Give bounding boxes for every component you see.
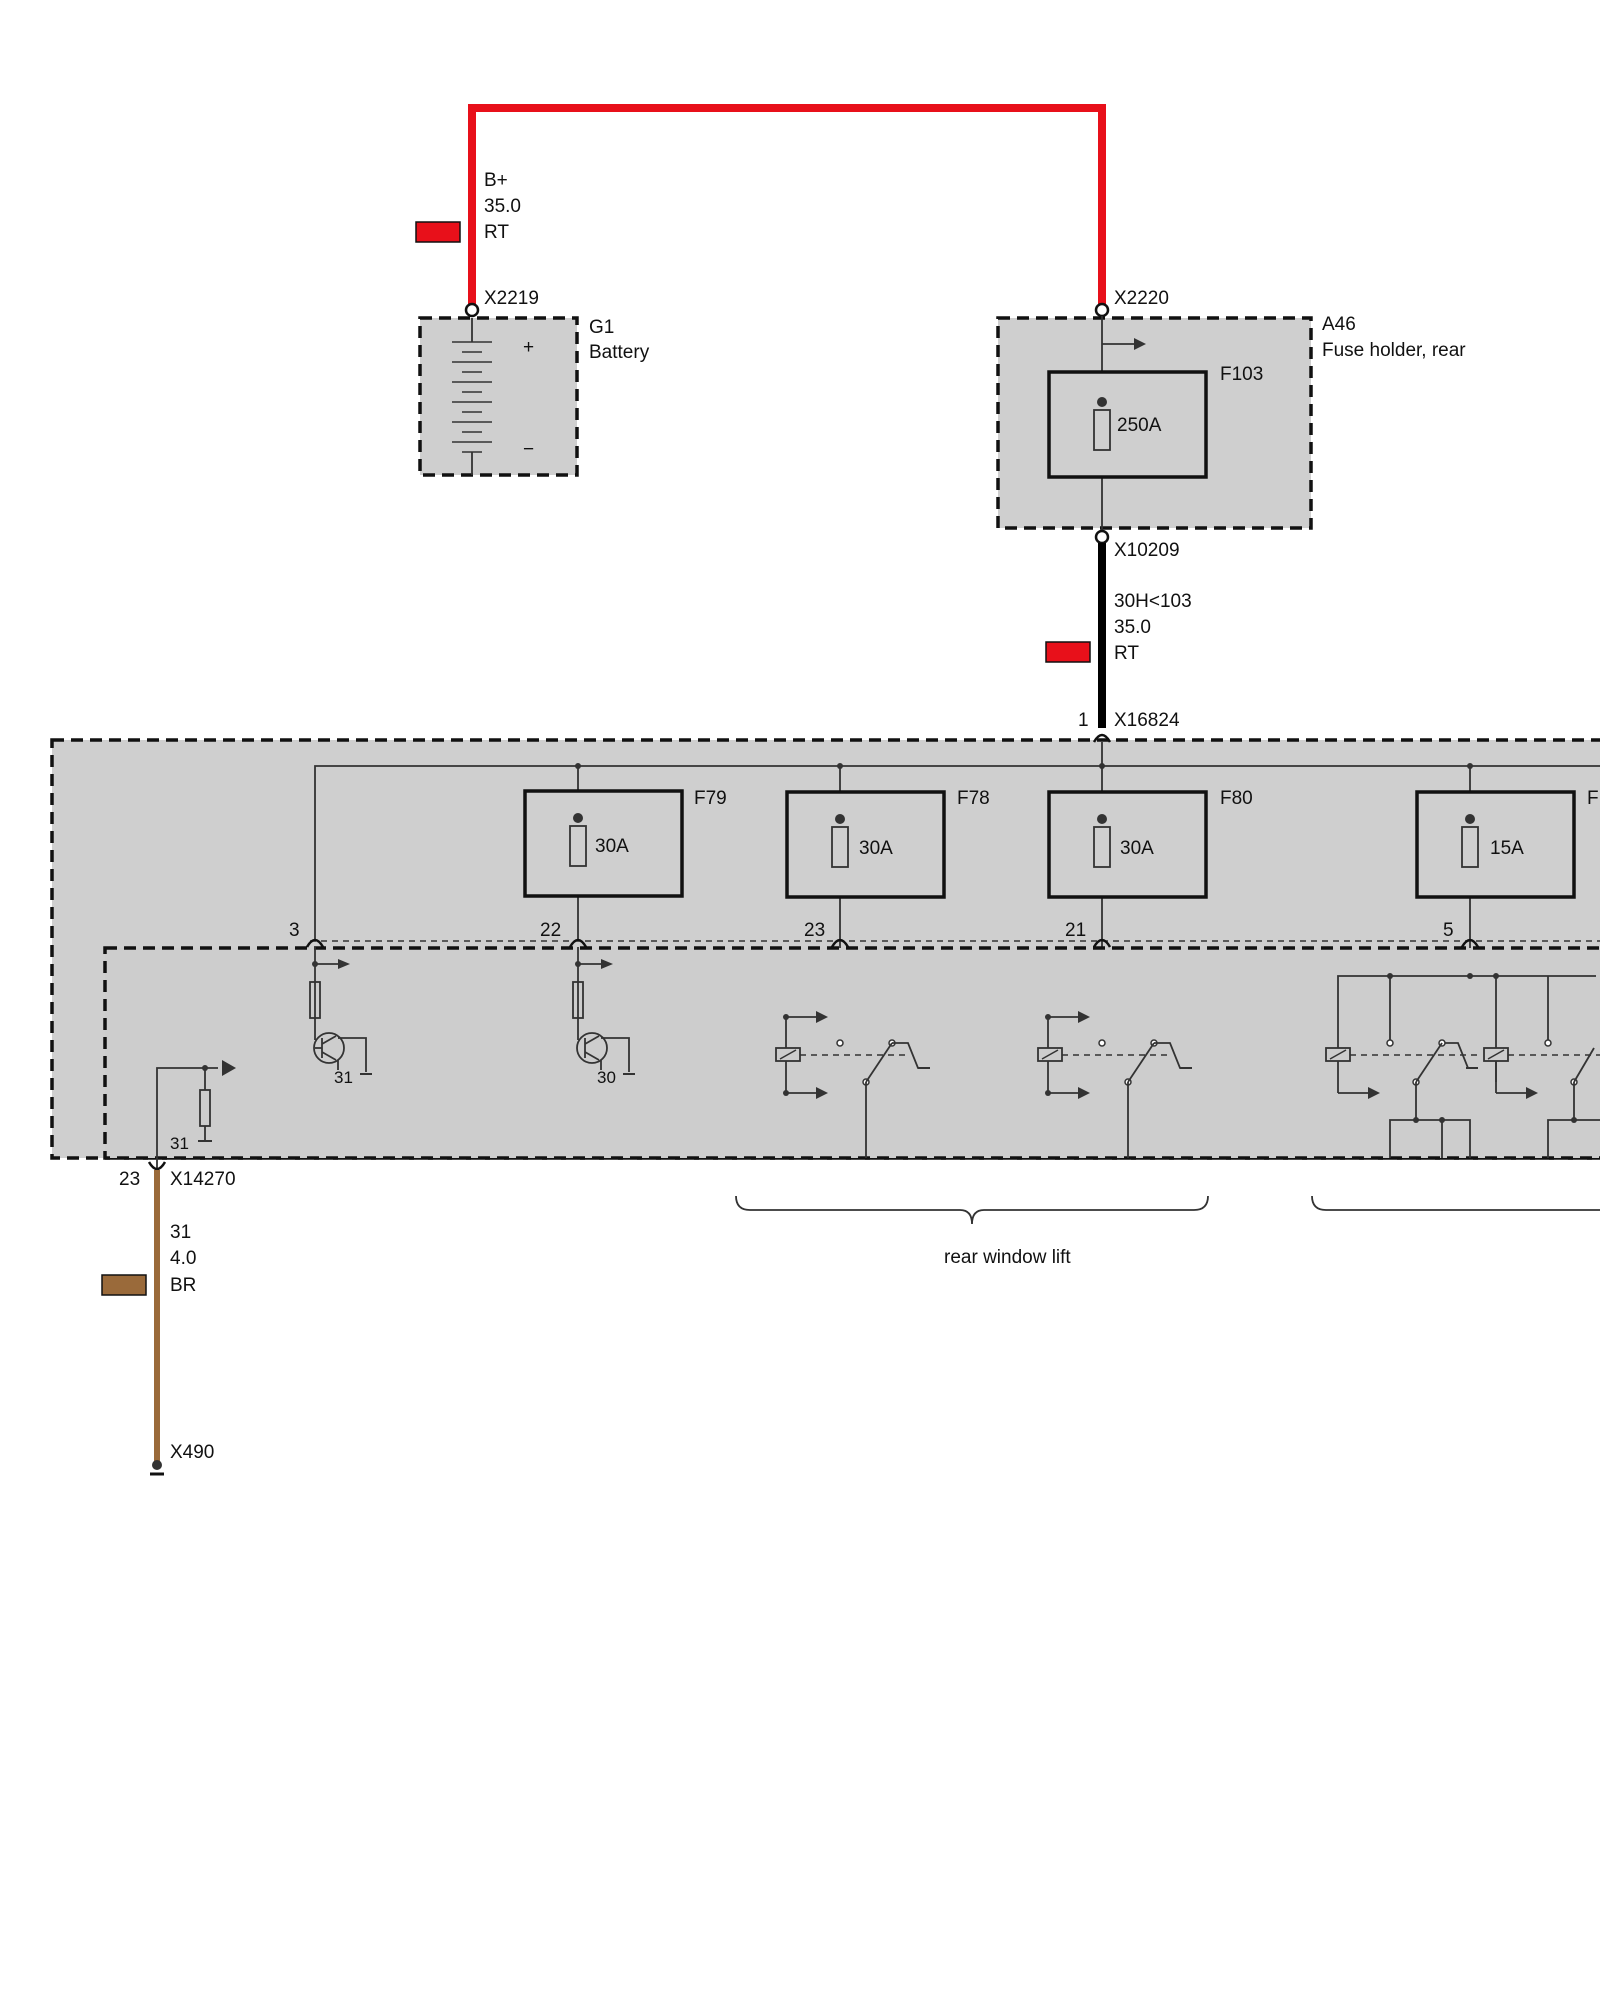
right-group-brace (1311, 1195, 1600, 1211)
fuse-f103-box (1047, 370, 1208, 479)
fuse-f103-node (1097, 397, 1107, 407)
fuse-f-15a-id: F (1587, 788, 1599, 809)
fuse-f103-rating: 250A (1117, 415, 1162, 436)
battery-box (418, 316, 579, 477)
connector-x14270-pin-symbol (147, 1161, 167, 1171)
battery-minus-sign: − (523, 439, 534, 460)
connector-x14270-pin: 23 (119, 1169, 140, 1190)
connector-pin-x2220 (1094, 302, 1110, 318)
fuse-f-15a (1415, 766, 1576, 976)
connector-pin-x10209 (1094, 529, 1110, 545)
pin-5: 5 (1443, 920, 1454, 941)
fuse-f78-id: F78 (957, 788, 990, 809)
fuse-f79-id: F79 (694, 788, 727, 809)
connector-x10209: X10209 (1114, 540, 1180, 561)
fuse-f103-element (1093, 409, 1111, 451)
fuse-f80 (1047, 766, 1208, 1045)
control-module-box (103, 946, 1600, 1160)
fuse-f79 (523, 766, 684, 940)
pin-23: 23 (804, 920, 825, 941)
wire-color-code: RT (484, 222, 509, 243)
wire-color-swatch-br (101, 1274, 147, 1296)
fuse-f78-rating: 30A (859, 838, 893, 859)
wire-size-3: 4.0 (170, 1248, 196, 1269)
connector-x490: X490 (170, 1442, 214, 1463)
connector-pin-x2219 (464, 302, 480, 318)
connector-x2220: X2220 (1114, 288, 1169, 309)
fuse-holder-name: Fuse holder, rear (1322, 340, 1466, 361)
arrow-right-icon (1102, 338, 1146, 350)
relay-rear-window-right (1037, 1011, 1192, 1158)
pin-3: 3 (289, 920, 300, 941)
relay-pair-right (1325, 973, 1600, 1158)
rear-window-lift-brace (735, 1195, 1209, 1225)
fuse-f103-id: F103 (1220, 364, 1263, 385)
main-bus (314, 765, 1600, 940)
wire-color-code-3: BR (170, 1275, 196, 1296)
battery-plus-sign: + (523, 337, 534, 358)
rear-window-lift-label: rear window lift (944, 1247, 1071, 1268)
fuse-f79-rating: 30A (595, 836, 629, 857)
pin-22: 22 (540, 920, 561, 941)
fuse-holder-id: A46 (1322, 314, 1356, 335)
wire-size: 35.0 (484, 196, 521, 217)
ground-30: 30 (597, 1068, 616, 1087)
wire-color-code-2: RT (1114, 643, 1139, 664)
connector-x2219: X2219 (484, 288, 539, 309)
connector-x16824-pin: 1 (1078, 710, 1089, 731)
connector-x16824: X16824 (1114, 710, 1180, 731)
battery-name: Battery (589, 342, 650, 363)
wire-size-2: 35.0 (1114, 617, 1151, 638)
battery-id: G1 (589, 317, 614, 338)
fuse-f80-id: F80 (1220, 788, 1253, 809)
transistor-switch-2 (572, 947, 635, 1075)
wire-signal-31: 31 (170, 1222, 191, 1243)
fuse-f80-rating: 30A (1120, 838, 1154, 859)
transistor-switch-1 (309, 947, 372, 1075)
relay-rear-window-left (775, 1011, 930, 1158)
wire-signal-30h: 30H<103 (1114, 591, 1192, 612)
battery-feed-wire (468, 104, 1106, 310)
pin-21: 21 (1065, 920, 1086, 941)
connector-x14270: X14270 (170, 1169, 236, 1190)
wire-signal-b-plus: B+ (484, 170, 508, 191)
connector-x16824-pin-symbol (1092, 733, 1112, 743)
wire-color-swatch-rt-2 (1045, 641, 1091, 663)
ground-31-a: 31 (334, 1068, 353, 1087)
fuse-f-15a-rating: 15A (1490, 838, 1524, 859)
pin-symbols (305, 938, 1480, 948)
ground-point (152, 1460, 162, 1470)
left-sense-circuit (156, 1060, 236, 1180)
wire-color-swatch-rt (415, 221, 461, 243)
ground-31-b: 31 (170, 1134, 189, 1153)
